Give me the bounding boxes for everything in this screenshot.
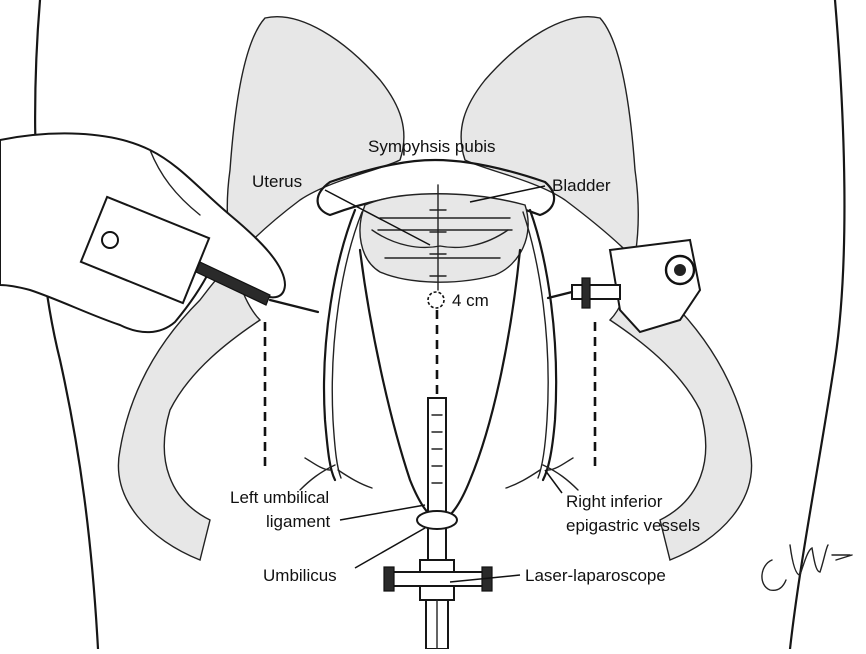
- leader-left-umbilical-ligament: [339, 504, 426, 521]
- laparoscope-markings: [431, 414, 443, 484]
- right-epigastric-vessel-inner: [522, 211, 549, 479]
- bladder-shape: [359, 193, 529, 283]
- label-laser-laparoscope: Laser-laparoscope: [525, 566, 666, 585]
- body-outline-right: [788, 0, 846, 651]
- left-epigastric-vessel-inner: [331, 211, 363, 479]
- right-umbilical-ligament: [448, 248, 522, 517]
- label-uterus: Uterus: [252, 172, 302, 191]
- left-umbilical-ligament: [358, 248, 432, 517]
- uterus-fundus: [371, 229, 509, 249]
- leader-bladder: [469, 185, 546, 203]
- label-umbilicus: Umbilicus: [263, 566, 337, 585]
- leader-umbilicus: [354, 527, 426, 569]
- body-outline-left: [34, 0, 100, 651]
- right-epigastric-vessel: [528, 208, 558, 482]
- label-right-epigastric-1: Right inferior: [566, 492, 663, 511]
- midline-ticks: [429, 209, 447, 277]
- label-four-cm: 4 cm: [452, 291, 489, 310]
- label-left-umbilical-1: Left umbilical: [230, 488, 329, 507]
- left-epigastric-vessel: [322, 208, 357, 482]
- leader-uterus: [324, 189, 431, 246]
- right-trocar-port-inner: [674, 264, 686, 276]
- laparoscope-valve-left: [383, 566, 395, 592]
- umbilicus-ring: [416, 510, 458, 530]
- laparoscope-crossbar: [389, 571, 486, 587]
- left-trocar-spring: [195, 261, 271, 306]
- label-sympyhsis-pubis: Sympyhsis pubis: [368, 137, 496, 156]
- four-cm-point: [427, 291, 445, 309]
- artist-signature: [761, 544, 853, 592]
- right-trocar-stopcock: [581, 277, 591, 309]
- label-bladder: Bladder: [552, 176, 611, 195]
- left-trocar-tip: [268, 298, 320, 314]
- label-right-epigastric-2: epigastric vessels: [566, 516, 700, 535]
- leader-laser-laparoscope: [449, 574, 521, 583]
- pubic-arch: [316, 158, 556, 217]
- label-left-umbilical-2: ligament: [266, 512, 331, 531]
- right-trocar-tip: [546, 290, 574, 300]
- leader-right-epigastric: [544, 469, 563, 494]
- left-epigastric-branches: [299, 457, 373, 491]
- right-trocar-valve: [571, 284, 621, 300]
- left-trocar-knob: [101, 231, 119, 249]
- right-epigastric-branches: [505, 457, 579, 491]
